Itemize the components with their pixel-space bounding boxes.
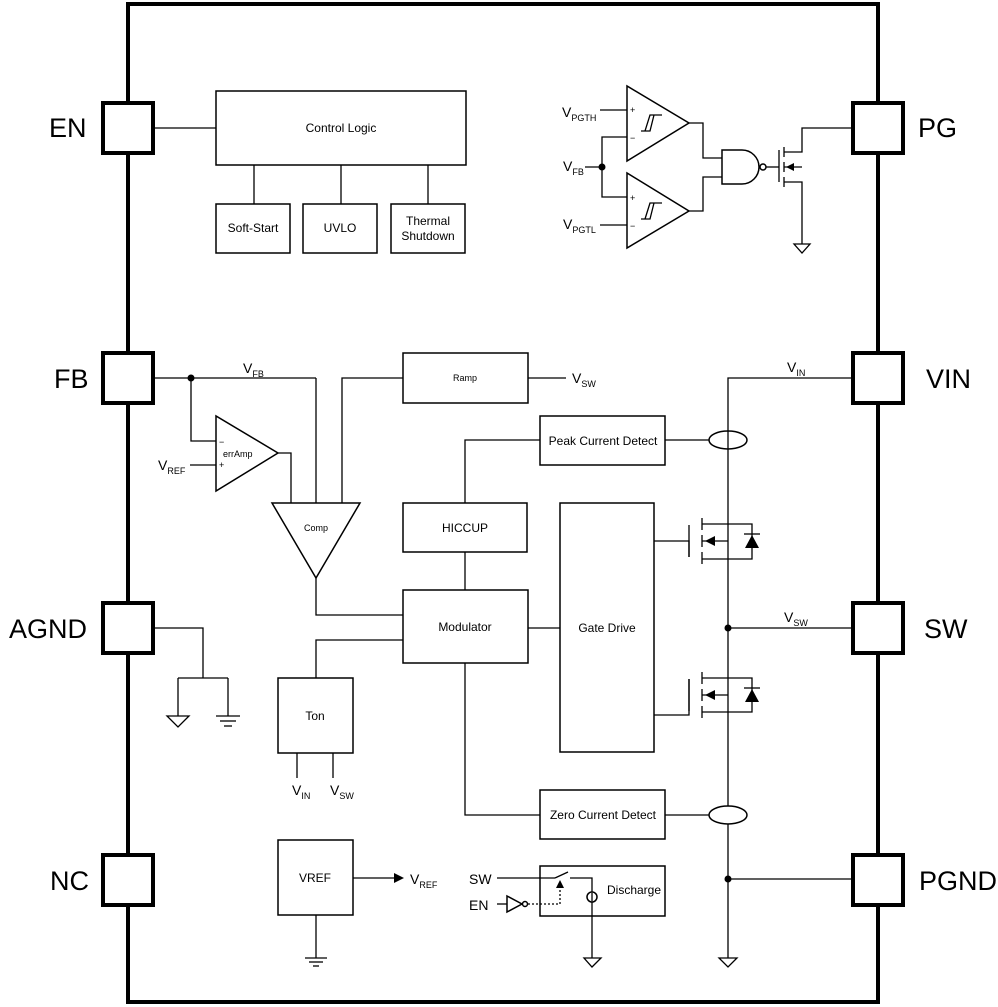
pin-pg-pad	[851, 101, 905, 155]
err-amp-label: errAmp	[223, 449, 253, 459]
pg-ground-icon	[792, 243, 812, 254]
peak-current-label: Peak Current Detect	[549, 434, 658, 448]
thermal-shutdown-block	[390, 203, 466, 254]
pin-vin-label: VIN	[926, 364, 971, 394]
sw-node-label: VSW	[784, 609, 808, 628]
ramp-block	[402, 352, 529, 404]
control-logic-block	[215, 90, 467, 166]
pin-sw-pad	[851, 601, 905, 655]
pin-pgnd-pad	[851, 853, 905, 907]
modulator-block	[402, 589, 529, 664]
vref-earth-icon	[305, 957, 327, 967]
gate-drive-block	[559, 502, 655, 753]
pin-agnd-pad	[101, 601, 155, 655]
agnd-earth-icon	[216, 715, 240, 727]
hs-diode-icon	[745, 535, 759, 548]
chip-outline	[126, 2, 880, 1004]
en-buffer-icon	[506, 894, 524, 914]
thermal-label-line1: Thermal	[406, 214, 450, 228]
high-side-mosfet	[654, 518, 760, 628]
control-logic-label: Control Logic	[306, 121, 377, 135]
vref-block	[277, 839, 354, 916]
discharge-block	[539, 865, 666, 917]
pwm-comparator	[270, 502, 362, 580]
vin-rail-label: VIN	[787, 359, 805, 378]
vfb-label: VFB	[243, 360, 264, 379]
zero-current-label: Zero Current Detect	[550, 808, 657, 822]
pgtl-comparator	[626, 171, 691, 250]
ls-diode-icon	[745, 689, 759, 702]
discharge-label: Discharge	[607, 883, 661, 897]
ramp-label: Ramp	[453, 373, 477, 383]
pgth-minus: −	[630, 133, 635, 143]
zero-current-detect-block	[539, 789, 666, 840]
pgtl-minus: −	[630, 221, 635, 231]
pin-en-label: EN	[49, 113, 87, 143]
discharge-sw-label: SW	[469, 871, 492, 887]
ton-vsw-label: VSW	[330, 782, 354, 801]
pin-agnd-label: AGND	[9, 614, 87, 644]
pin-nc-pad	[101, 853, 155, 907]
hiccup-label: HICCUP	[442, 521, 488, 535]
soft-start-block	[215, 203, 291, 254]
pg-mosfet	[778, 127, 853, 254]
modulator-label: Modulator	[438, 620, 491, 634]
pgnd-ground-icon	[717, 957, 739, 968]
uvlo-block	[302, 203, 378, 254]
zero-current-sense-icon	[708, 805, 748, 825]
pin-pgnd-label: PGND	[919, 866, 997, 896]
nand-gate	[721, 149, 760, 185]
err-amp-minus: −	[219, 437, 224, 447]
thermal-label-line2: Shutdown	[401, 229, 454, 243]
gate-drive-label: Gate Drive	[578, 621, 636, 635]
pin-fb-label: FB	[54, 364, 89, 394]
pin-nc-label: NC	[50, 866, 89, 896]
discharge-ground-icon	[582, 957, 603, 968]
peak-current-detect-block	[539, 415, 666, 466]
pgth-comparator	[626, 84, 691, 163]
vfb-pg-label: VFB	[563, 158, 584, 177]
err-amp-plus: +	[219, 460, 224, 470]
error-amplifier	[215, 414, 280, 493]
pin-vin-pad	[851, 351, 905, 405]
hiccup-block	[402, 502, 528, 553]
vref-in-label: VREF	[158, 457, 186, 476]
soft-start-label: Soft-Start	[228, 221, 279, 235]
ton-block	[277, 677, 354, 754]
ton-label: Ton	[305, 709, 324, 723]
pin-fb-pad	[101, 351, 155, 405]
comp-label: Comp	[304, 523, 328, 533]
pgtl-plus: +	[630, 193, 635, 203]
uvlo-label: UVLO	[324, 221, 357, 235]
vpgtl-label: VPGTL	[563, 216, 596, 235]
agnd-ground-icon	[165, 715, 191, 728]
pgth-plus: +	[630, 105, 635, 115]
vref-label: VREF	[299, 871, 331, 885]
vpgth-label: VPGTH	[562, 104, 596, 123]
pin-sw-label: SW	[924, 614, 968, 644]
pin-en-pad	[101, 101, 155, 155]
ramp-vsw-label: VSW	[572, 370, 596, 389]
ton-vin-label: VIN	[292, 782, 310, 801]
low-side-mosfet	[654, 628, 760, 958]
pin-pg-label: PG	[918, 113, 957, 143]
discharge-en-label: EN	[469, 897, 488, 913]
vref-out-label: VREF	[410, 871, 438, 890]
